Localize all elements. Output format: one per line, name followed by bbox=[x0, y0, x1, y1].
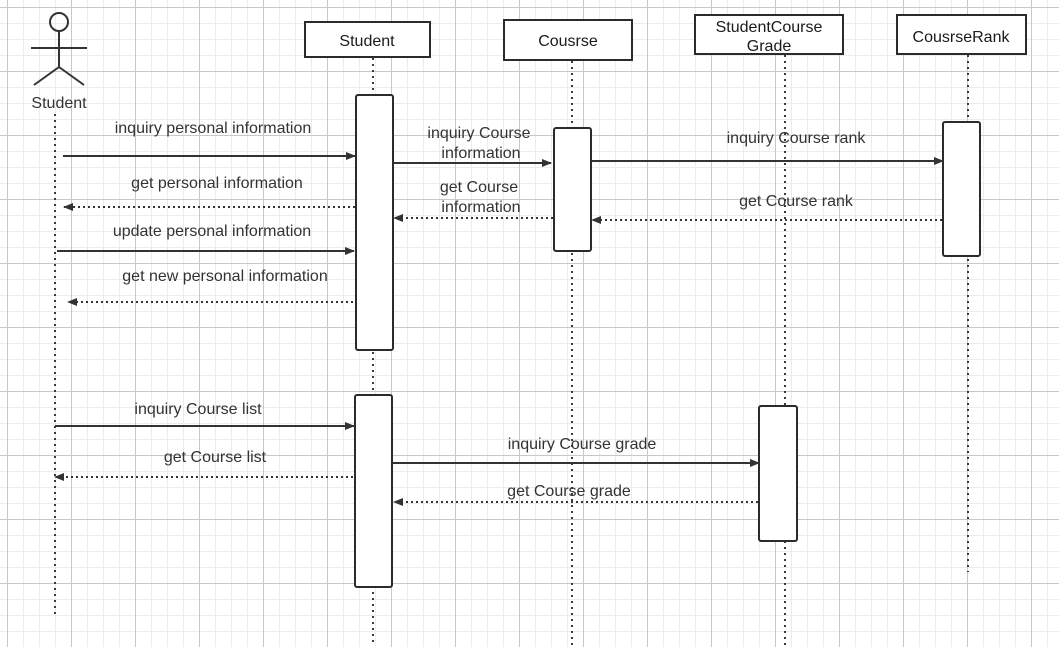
participant-label: Student bbox=[339, 33, 395, 50]
msg-label-inquiry-personal: inquiry personal information bbox=[115, 120, 312, 137]
actor-label: Student bbox=[31, 95, 87, 112]
msg-label-inquiry-course-list: inquiry Course list bbox=[134, 401, 262, 418]
msg-label-inquiry-grade: inquiry Course grade bbox=[508, 436, 657, 453]
participant-box bbox=[503, 19, 633, 61]
activation-course bbox=[553, 127, 592, 252]
msg-label-update-personal: update personal information bbox=[113, 223, 311, 240]
activation-student-2 bbox=[354, 394, 393, 588]
msg-label-get-course-info-2: information bbox=[441, 199, 520, 216]
msg-label-get-rank: get Course rank bbox=[739, 193, 854, 210]
msg-label-inquiry-course-info-2: information bbox=[441, 145, 520, 162]
actor-right-leg bbox=[58, 66, 85, 86]
participant-label-line2: Grade bbox=[747, 38, 792, 55]
actor-student: Student bbox=[31, 12, 87, 112]
participant-box bbox=[694, 14, 844, 55]
actor-head bbox=[49, 12, 69, 32]
msg-label-get-personal: get personal information bbox=[131, 175, 303, 192]
activation-student-1 bbox=[355, 94, 394, 351]
participant-student-course-grade: StudentCourse Grade bbox=[694, 14, 844, 55]
msg-label-get-new-personal: get new personal information bbox=[122, 268, 327, 285]
actor-left-leg bbox=[33, 66, 60, 86]
activation-grade bbox=[758, 405, 798, 542]
activation-rank bbox=[942, 121, 981, 257]
msg-label-get-grade: get Course grade bbox=[507, 483, 631, 500]
participant-course: Cousrse bbox=[503, 19, 633, 61]
participant-box bbox=[896, 14, 1027, 55]
msg-label-get-course-info-1: get Course bbox=[440, 179, 518, 196]
participant-course-rank: CousrseRank bbox=[896, 14, 1027, 55]
msg-label-inquiry-rank: inquiry Course rank bbox=[727, 130, 867, 147]
participant-label-line1: StudentCourse bbox=[716, 19, 823, 36]
participant-student: Student bbox=[304, 21, 431, 58]
msg-label-inquiry-course-info-1: inquiry Course bbox=[427, 125, 530, 142]
participant-label: Cousrse bbox=[538, 33, 598, 50]
participant-label: CousrseRank bbox=[913, 29, 1011, 46]
participant-box bbox=[304, 21, 431, 58]
msg-label-get-course-list: get Course list bbox=[164, 449, 267, 466]
